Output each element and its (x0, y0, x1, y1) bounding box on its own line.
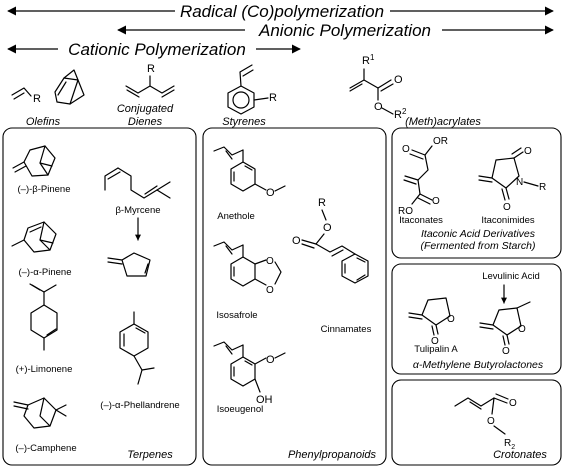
acrylates-label: (Meth)acrylates (405, 116, 481, 128)
methylene-lactone-structure: O O (479, 301, 531, 357)
isoeugenol-label: Isoeugenol (217, 404, 263, 415)
anethole-structure: O (213, 146, 286, 199)
alpha-pinene-label: (–)-α-Pinene (18, 267, 71, 278)
svg-text:R2: R2 (394, 107, 407, 121)
tulipalin-label: Tulipalin A (414, 344, 458, 355)
svg-text:OR: OR (433, 136, 448, 147)
svg-text:O: O (374, 101, 383, 113)
itaconates-label: Itaconates (399, 215, 443, 226)
svg-text:O: O (509, 398, 517, 409)
svg-text:O: O (502, 346, 510, 357)
anethole-label: Anethole (217, 211, 255, 222)
anionic-arrow: Anionic Polymerization (117, 21, 554, 40)
svg-text:N: N (516, 177, 523, 188)
cinnamate-structure: R O O (292, 197, 369, 284)
terpenes-title: Terpenes (127, 449, 173, 461)
crotonates-title: Crotonates (493, 449, 547, 461)
anionic-label: Anionic Polymerization (258, 21, 431, 40)
diene-structure: R (125, 63, 175, 98)
svg-text:O: O (323, 222, 332, 234)
svg-text:O: O (266, 256, 274, 267)
alpha-pinene-structure (11, 221, 57, 253)
itaconimide-structure: O N R O (478, 146, 546, 213)
svg-text:O: O (431, 336, 439, 347)
svg-text:O: O (503, 202, 511, 213)
svg-text:O: O (487, 416, 495, 427)
svg-text:O: O (266, 187, 275, 199)
camphene-structure (13, 397, 67, 429)
dienes-label-2: Dienes (128, 116, 163, 128)
styrene-structure: R (227, 64, 277, 115)
svg-text:RO: RO (398, 206, 413, 217)
itaconic-title-row-1: Itaconic Acid Derivatives (421, 228, 535, 240)
cinnamates-label: Cinnamates (321, 324, 372, 335)
svg-text:O: O (394, 74, 403, 86)
beta-pinene-label: (–)-β-Pinene (18, 184, 71, 195)
itaconate-structure: OR O O RO (398, 136, 448, 217)
svg-text:R: R (33, 93, 41, 105)
lactones-box (391, 263, 562, 375)
cationic-label: Cationic Polymerization (68, 40, 246, 59)
radical-label: Radical (Co)polymerization (180, 2, 384, 21)
svg-text:O: O (292, 235, 301, 247)
svg-text:R1: R1 (362, 53, 375, 67)
levulinic-label: Levulinic Acid (482, 271, 540, 282)
cationic-arrow: Cationic Polymerization (7, 40, 301, 59)
tulipalin-structure: O O (408, 297, 455, 347)
phellandrene-label: (–)-α-Phellandrene (100, 400, 179, 411)
dienes-label-1: Conjugated (117, 103, 174, 115)
camphene-label: (–)-Camphene (15, 443, 76, 454)
isosafrole-label: Isosafrole (216, 310, 257, 321)
olefin-structure: R (11, 69, 85, 105)
svg-text:O: O (432, 196, 440, 207)
isosafrole-structure: O O (213, 241, 282, 296)
svg-text:O: O (447, 314, 455, 325)
limonene-structure (29, 283, 58, 351)
svg-text:O: O (518, 324, 526, 335)
phenylpropanoids-title: Phenylpropanoids (288, 449, 377, 461)
cyclopentene-structure (107, 252, 151, 277)
svg-text:R: R (269, 92, 277, 104)
radical-arrow: Radical (Co)polymerization (7, 2, 554, 21)
beta-myrcene-structure (104, 167, 171, 199)
crotonates-box (391, 379, 562, 466)
svg-text:R: R (539, 182, 546, 193)
itaconic-box (391, 127, 562, 259)
svg-text:O: O (524, 146, 532, 157)
acrylate-structure: R1 O O R2 (349, 53, 407, 121)
terpenes-box (2, 127, 197, 466)
svg-text:R: R (147, 63, 155, 75)
olefins-label: Olefins (26, 116, 61, 128)
svg-text:R: R (318, 197, 326, 209)
svg-text:O: O (266, 285, 274, 296)
crotonate-structure: O O R2 (454, 393, 517, 451)
beta-pinene-structure (12, 145, 56, 177)
lactones-title: α-Methylene Butyrolactones (413, 359, 544, 371)
styrenes-label: Styrenes (222, 116, 266, 128)
svg-text:O: O (266, 354, 275, 366)
svg-text:O: O (402, 144, 410, 155)
itaconic-title-row-2: (Fermented from Starch) (420, 240, 536, 252)
limonene-label: (+)-Limonene (16, 364, 73, 375)
svg-text:OH: OH (256, 394, 273, 406)
beta-myrcene-label: β-Myrcene (115, 205, 160, 216)
itaconimides-label: Itaconimides (481, 215, 535, 226)
phellandrene-structure (119, 311, 155, 385)
phenylpropanoids-box (202, 127, 387, 466)
isoeugenol-structure: O OH (213, 341, 286, 406)
svg-text:R2: R2 (504, 438, 515, 451)
itaconic-title-block: Itaconic Acid Derivatives (Fermented fro… (398, 228, 558, 252)
